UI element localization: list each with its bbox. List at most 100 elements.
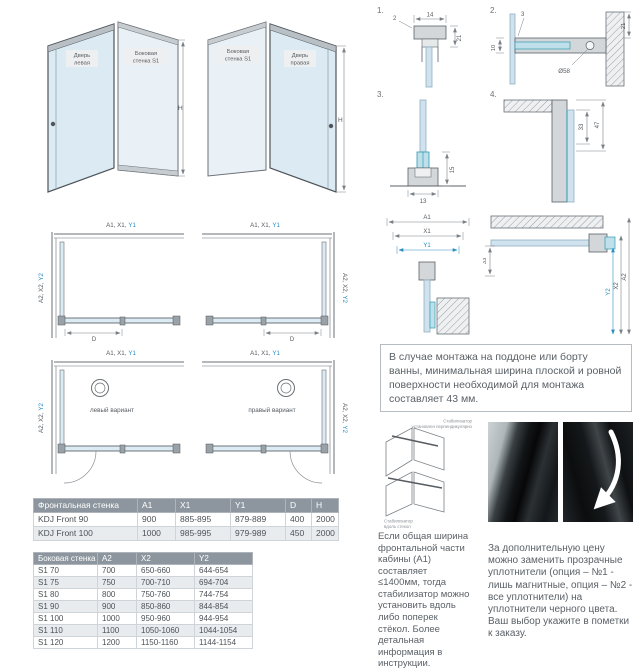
- dim-15: 15: [442, 151, 456, 187]
- stabilizer-caption-1: Стабилизатор: [443, 419, 472, 424]
- glass-pane: [490, 239, 594, 247]
- h-dimension: H: [336, 45, 346, 193]
- dim-13: 13: [407, 190, 439, 205]
- front-glass: [205, 315, 329, 326]
- table-row: S1 120 1200 1150-1160 1144-1154: [33, 636, 253, 649]
- model-name: S1 80: [33, 588, 98, 601]
- col-header-x1: X1: [175, 498, 231, 513]
- seal: [429, 301, 436, 329]
- table-row: S1 100 1000 950-960 944-954: [33, 612, 253, 625]
- installation-note-text: В случае монтажа на поддоне или борту ва…: [389, 351, 622, 405]
- dim-10: 10: [491, 37, 504, 54]
- plan-view-top-left: A1, X1,Y1 A2, X2,Y2 D: [38, 222, 184, 343]
- glass-pane: [566, 109, 575, 203]
- front-dims-label: A1, X1,Y1: [106, 222, 136, 229]
- profile-section: [588, 233, 608, 253]
- wall-section: [503, 99, 553, 113]
- front-glass: [57, 443, 181, 454]
- glass-pane: [425, 46, 433, 88]
- seal-photo-left: [488, 422, 558, 522]
- dim-y2: Y2: [606, 247, 615, 335]
- side-wall-label: Боковая стенка S1: [124, 48, 168, 65]
- dim-diameter-58: Ø58: [558, 48, 589, 75]
- d-dimension: D: [64, 329, 123, 343]
- col-header-a2: A2: [97, 552, 137, 565]
- front-table-header-row: Фронтальная стенка A1 X1 Y1 D H: [33, 498, 339, 513]
- detail-3-bottom-profile: 13 15: [390, 99, 466, 205]
- dim-x1: X1: [392, 229, 464, 240]
- front-dims-label: A1, X1,Y1: [106, 350, 136, 357]
- svg-text:H: H: [338, 117, 343, 124]
- seal: [416, 151, 430, 169]
- walls: [202, 360, 335, 474]
- drain-symbol: [91, 379, 109, 397]
- profile-section: [514, 37, 607, 54]
- detail-number-1: 1.: [377, 6, 384, 15]
- dim-y1: Y1: [396, 243, 460, 254]
- side-wall-label: Боковая стенка S1: [216, 46, 260, 63]
- iso-drawing-left-variant: H Дверь левая Боковая стенка S1: [47, 21, 185, 193]
- variant-label: правый вариант: [248, 406, 295, 414]
- svg-text:13: 13: [420, 199, 427, 205]
- detail-2-wall-profile: Ø58 3 10 21: [491, 11, 631, 87]
- svg-text:21: 21: [457, 34, 463, 41]
- wall-section: [436, 297, 470, 335]
- svg-text:14: 14: [427, 13, 434, 19]
- dim-33: 33: [483, 245, 495, 277]
- stabilizer-sketch-along: [385, 471, 445, 517]
- plan-view-right-variant: A1, X1,Y1 A2, X2,Y2 правый вариант: [202, 350, 348, 484]
- svg-text:15: 15: [450, 166, 456, 173]
- svg-text:D: D: [92, 337, 97, 343]
- seal-option-paragraph: За дополнительную цену можно заменить пр…: [488, 543, 633, 640]
- col-header-y1: Y1: [230, 498, 286, 513]
- side-glass: [321, 369, 327, 449]
- svg-text:Боковая: Боковая: [227, 49, 249, 55]
- dim-x2: X2: [614, 235, 623, 335]
- side-wall-table: Боковая стенка S1 A2 X2 Y2 S1 70 700 650…: [33, 552, 253, 649]
- svg-text:правая: правая: [291, 61, 310, 67]
- svg-text:33: 33: [579, 123, 585, 130]
- drain-symbol: [277, 379, 295, 397]
- svg-text:A2: A2: [622, 273, 628, 281]
- door-swing-arc: [63, 450, 97, 484]
- col-header-y2: Y2: [194, 552, 253, 565]
- model-name: S1 120: [33, 636, 98, 649]
- svg-text:2: 2: [393, 16, 397, 22]
- dim-47: 47: [576, 99, 606, 152]
- front-table-title: Фронтальная стенка: [33, 498, 138, 513]
- svg-text:Дверь: Дверь: [74, 53, 90, 59]
- door-panel: [269, 23, 337, 193]
- detail-side-fixing-plan: 33 Y2 X2 A2: [483, 215, 631, 335]
- side-wall-panel: [207, 21, 267, 177]
- dim-a2: A2: [622, 217, 631, 335]
- spec-sheet-page: { "colors": { "accent_blue": "#2b8fbf", …: [33, 6, 633, 670]
- table-row: KDJ Front 90 900 885-895 879-889 400 200…: [33, 512, 339, 527]
- door-panel: [47, 23, 115, 193]
- svg-text:стенка S1: стенка S1: [225, 57, 252, 63]
- stabilizer-paragraph: Если общая ширина фронтальной части каби…: [378, 531, 470, 670]
- front-glass: [57, 315, 181, 326]
- installation-note: В случае монтажа на поддоне или борту ва…: [380, 344, 632, 412]
- stabilizer-sketch-perpendicular: [385, 427, 445, 477]
- svg-text:Боковая: Боковая: [135, 51, 157, 57]
- svg-text:вдоль стекол: вдоль стекол: [384, 524, 411, 529]
- side-glass: [321, 241, 327, 321]
- front-dims-label: A1, X1,Y1: [250, 222, 280, 229]
- dim-33: 33: [576, 109, 590, 145]
- door-label: Дверь правая: [284, 50, 316, 67]
- dim-14: 14: [413, 13, 447, 23]
- seal-photo-right: [563, 422, 633, 522]
- profile-section: [551, 99, 568, 203]
- svg-text:47: 47: [595, 121, 601, 128]
- svg-text:21: 21: [621, 23, 627, 29]
- table-row: S1 75 750 700-710 694-704: [33, 576, 253, 589]
- d-dimension: D: [263, 329, 322, 343]
- svg-text:установлен перпендикулярно: установлен перпендикулярно: [412, 424, 473, 429]
- svg-text:D: D: [290, 337, 295, 343]
- table-row: S1 80 800 750-760 744-754: [33, 588, 253, 601]
- front-wall-table: Фронтальная стенка A1 X1 Y1 D H KDJ Fron…: [33, 498, 339, 541]
- model-name: KDJ Front 90: [33, 512, 138, 527]
- svg-text:Y2: Y2: [606, 288, 612, 296]
- side-glass: [59, 241, 65, 321]
- side-table-header-row: Боковая стенка S1 A2 X2 Y2: [33, 552, 253, 565]
